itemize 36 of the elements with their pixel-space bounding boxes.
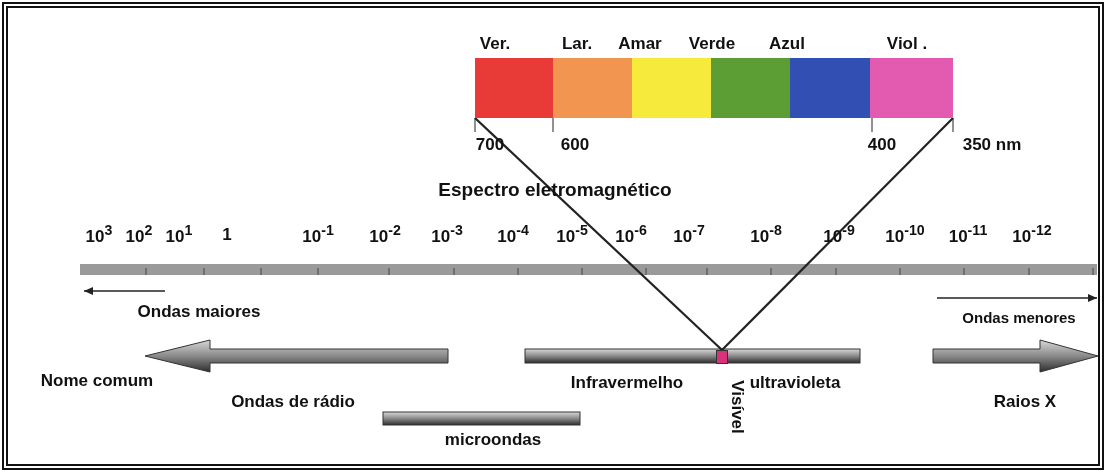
scale-value: 10$^{-2}$ <box>369 223 401 247</box>
row-label: Nome comum <box>40 371 154 391</box>
scale-value: 10$^{-1}$ <box>302 223 334 247</box>
scale-value: 1 <box>222 225 232 245</box>
scale-value: 10$^{-7}$ <box>673 223 705 247</box>
range-name: ultravioleta <box>749 373 841 393</box>
connector-line <box>474 117 723 351</box>
color-name: Viol . <box>886 34 928 54</box>
scale-value: 10$^{-10}$ <box>885 223 925 247</box>
color-name: Ver. <box>479 34 511 54</box>
range-name: Infravermelho <box>570 373 684 393</box>
range-name: Ondas de rádio <box>231 392 355 412</box>
color-name: Azul <box>769 34 805 54</box>
wavelength-label: 700 <box>475 135 505 155</box>
color-name: Verde <box>688 34 736 54</box>
scale-value: 10$^{1}$ <box>165 223 193 247</box>
color-name: Lar. <box>561 34 593 54</box>
scale-value: 10$^{2}$ <box>125 223 153 247</box>
vertical-label: Visível <box>727 380 747 434</box>
range-name: Raios X <box>993 392 1057 412</box>
range-name: microondas <box>444 430 542 450</box>
scale-value: 10$^{-3}$ <box>431 223 463 247</box>
wavelength-label: 350 nm <box>962 135 1022 155</box>
scale-value: 10$^{-4}$ <box>497 223 529 247</box>
scale-value: 10$^{-5}$ <box>556 223 588 247</box>
color-name: Amar <box>618 34 662 54</box>
scale-value: 10$^{-12}$ <box>1012 223 1052 247</box>
scale-value: 10$^{-8}$ <box>750 223 782 247</box>
direction-label: Ondas maiores <box>137 302 261 322</box>
scale-value: 10$^{3}$ <box>85 223 113 247</box>
wavelength-label: 600 <box>560 135 590 155</box>
wavelength-label: 400 <box>867 135 897 155</box>
direction-label: Ondas menores <box>962 309 1076 327</box>
scale-value: 10$^{-11}$ <box>948 223 988 247</box>
connector-line <box>721 117 954 351</box>
scale-value: 10$^{-6}$ <box>615 223 647 247</box>
